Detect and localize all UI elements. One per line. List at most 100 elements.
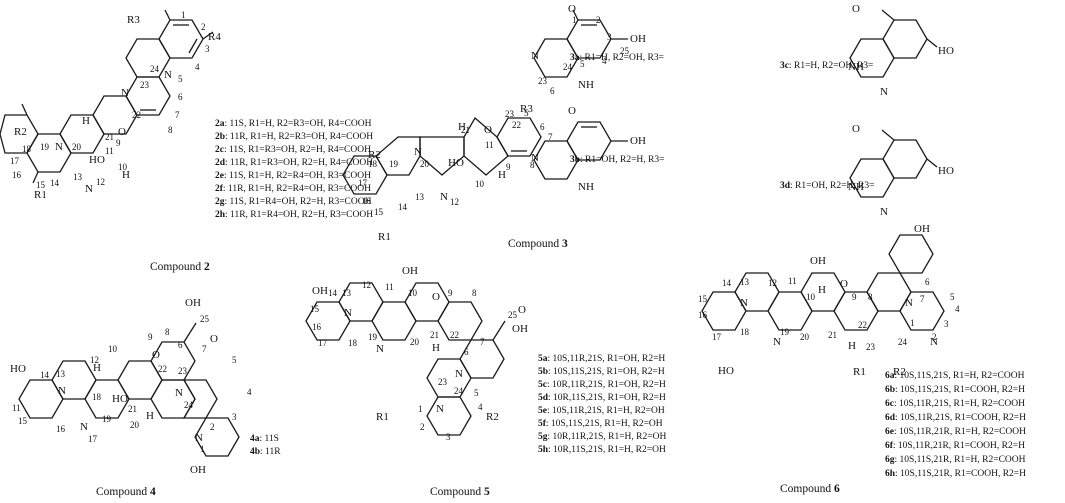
- svg-text:6h: 10S,11S,21R, R1=COOH, R2=H: 6h: 10S,11S,21R, R1=COOH, R2=H: [885, 469, 1026, 479]
- n-atom: N: [344, 307, 352, 319]
- svg-text:3b: R1=OH, R2=H, R3=: 3b: R1=OH, R2=H, R3=: [570, 155, 664, 165]
- compound-2-variant-list: 2a: 11S, R1=H, R2=R3=OH, R4=COOH 2b: 11R…: [215, 119, 373, 220]
- atom-locant: 9: [506, 162, 511, 172]
- atom-locant: 25: [200, 314, 210, 324]
- atom-locant: 17: [318, 338, 328, 348]
- atom-locant: 7: [202, 344, 207, 354]
- compound-5-caption: Compound 5: [430, 486, 490, 498]
- atom-locant: 6: [464, 347, 469, 357]
- atom-locant: 2: [201, 22, 206, 32]
- atom-locant: 23: [140, 80, 150, 90]
- svg-text:6a: 10S,11S,21S, R1=H, R2=COOH: 6a: 10S,11S,21S, R1=H, R2=COOH: [885, 371, 1025, 381]
- atom-locant: 6: [925, 277, 930, 287]
- variant-id: 6d: [885, 413, 896, 423]
- atom-locant: 19: [368, 332, 378, 342]
- atom-locant: 4: [247, 387, 252, 397]
- svg-text:5b: 10S,11S,21S, R1=OH, R2=H: 5b: 10S,11S,21S, R1=OH, R2=H: [538, 367, 665, 377]
- variant-desc: : 10R,11R,21S, R1=H, R2=OH: [548, 432, 667, 442]
- atom-locant: 17: [712, 332, 722, 342]
- atom-locant: 18: [348, 338, 358, 348]
- atom-locant: 22: [158, 364, 167, 374]
- atom-locant: 14: [40, 370, 50, 380]
- ho-atom: HO: [448, 157, 464, 169]
- atom-locant: 6: [550, 86, 555, 96]
- variant-id: 2e: [215, 171, 224, 181]
- atom-locant: 3: [232, 412, 237, 422]
- n-atom: N: [164, 69, 172, 81]
- ho-atom: O: [852, 3, 860, 15]
- atom-locant: 17: [10, 156, 20, 166]
- atom-locant: 3: [607, 32, 612, 42]
- atom-locant: 17: [358, 178, 368, 188]
- compound-6-caption: Compound 6: [780, 483, 840, 495]
- atom-locant: 24: [898, 337, 908, 347]
- atom-locant: 22: [132, 110, 141, 120]
- atom-locant: 25: [620, 46, 630, 56]
- variant-id: 3c: [780, 61, 789, 71]
- atom-locant: 21: [105, 132, 114, 142]
- svg-text:5h: 10R,11S,21S, R1=H, R2=OH: 5h: 10R,11S,21S, R1=H, R2=OH: [538, 445, 666, 455]
- ho-atom: HO: [10, 363, 26, 375]
- n-atom: N: [55, 141, 63, 153]
- ho-atom: O: [852, 123, 860, 135]
- nh-atom: NH: [578, 79, 594, 91]
- atom-locant: 6: [178, 92, 183, 102]
- atom-locant: 1: [181, 10, 186, 20]
- svg-text:4a: 11S: 4a: 11S: [250, 434, 279, 444]
- o-atom: O: [118, 126, 126, 138]
- oh-atom: OH: [630, 135, 646, 147]
- n-atom: N: [195, 432, 203, 444]
- n-atom: N: [880, 206, 888, 218]
- oh-atom: OH: [512, 323, 528, 335]
- atom-locant: 6: [540, 122, 545, 132]
- atom-locant: 11: [385, 282, 394, 292]
- svg-text:3c: R1=H, R2=OH, R3=: 3c: R1=H, R2=OH, R3=: [780, 61, 873, 71]
- atom-locant: 11: [788, 276, 797, 286]
- svg-text:3a: R1=H, R2=OH, R3=: 3a: R1=H, R2=OH, R3=: [570, 53, 664, 63]
- o-atom: O: [152, 349, 160, 361]
- atom-locant: 12: [768, 278, 777, 288]
- variant-desc: : R1=OH, R2=H, R3=: [790, 181, 874, 191]
- atom-locant: 23: [505, 109, 515, 119]
- n-atom: N: [85, 183, 93, 195]
- n-atom: N: [80, 421, 88, 433]
- variant-id: 5c: [538, 380, 547, 390]
- atom-locant: 5: [474, 388, 479, 398]
- variant-desc: : 11S, R1=R3=OH, R2=H, R4=COOH: [224, 145, 371, 155]
- h-atom: H: [122, 169, 130, 181]
- atom-locant: 5: [524, 108, 529, 118]
- h-atom: H: [458, 121, 466, 133]
- atom-locant: 13: [415, 192, 425, 202]
- atom-locant: 4: [195, 62, 200, 72]
- variant-desc: : R1=H, R2=OH, R3=: [789, 61, 873, 71]
- atom-locant: 7: [175, 110, 180, 120]
- atom-locant: 17: [88, 434, 98, 444]
- svg-text:3d: R1=OH, R2=H, R3=: 3d: R1=OH, R2=H, R3=: [780, 181, 874, 191]
- variant-id: 5b: [538, 367, 548, 377]
- variant-id: 2b: [215, 132, 225, 142]
- atom-locant: 4: [955, 304, 960, 314]
- n-atom: N: [531, 152, 539, 164]
- o-atom: O: [568, 105, 576, 117]
- svg-text:6g: 10S,11S,21R, R1=H, R2=COOH: 6g: 10S,11S,21R, R1=H, R2=COOH: [885, 455, 1026, 465]
- svg-text:5a: 10S,11R,21S, R1=OH, R2=H: 5a: 10S,11R,21S, R1=OH, R2=H: [538, 354, 665, 364]
- atom-locant: 15: [698, 294, 708, 304]
- variant-id: 2h: [215, 210, 226, 220]
- atom-locant: 13: [740, 277, 750, 287]
- svg-text:6f: 10S,11R,21R, R1=COOH, R2=H: 6f: 10S,11R,21R, R1=COOH, R2=H: [885, 441, 1025, 451]
- r2-label: R2: [486, 411, 499, 423]
- svg-text:5f: 10S,11S,21S, R1=H, R2=OH: 5f: 10S,11S,21S, R1=H, R2=OH: [538, 419, 663, 429]
- atom-locant: 12: [450, 197, 459, 207]
- h-atom: H: [818, 284, 826, 296]
- svg-text:2g: 11S, R1=R4=OH, R2=H, R3=CO: 2g: 11S, R1=R4=OH, R2=H, R3=COOH: [215, 197, 372, 207]
- atom-locant: 24: [563, 62, 573, 72]
- r1-label: R1: [376, 411, 389, 423]
- atom-locant: 4: [602, 56, 607, 66]
- atom-locant: 16: [362, 196, 372, 206]
- variant-desc: : 10S,11S,21R, R1=H, R2=COOH: [895, 455, 1026, 465]
- atom-locant: 20: [130, 420, 140, 430]
- r2-label: R2: [14, 126, 27, 138]
- variant-desc: : 11S, R1=R4=OH, R2=H, R3=COOH: [225, 197, 372, 207]
- atom-locant: 22: [450, 330, 459, 340]
- atom-locant: 7: [920, 294, 925, 304]
